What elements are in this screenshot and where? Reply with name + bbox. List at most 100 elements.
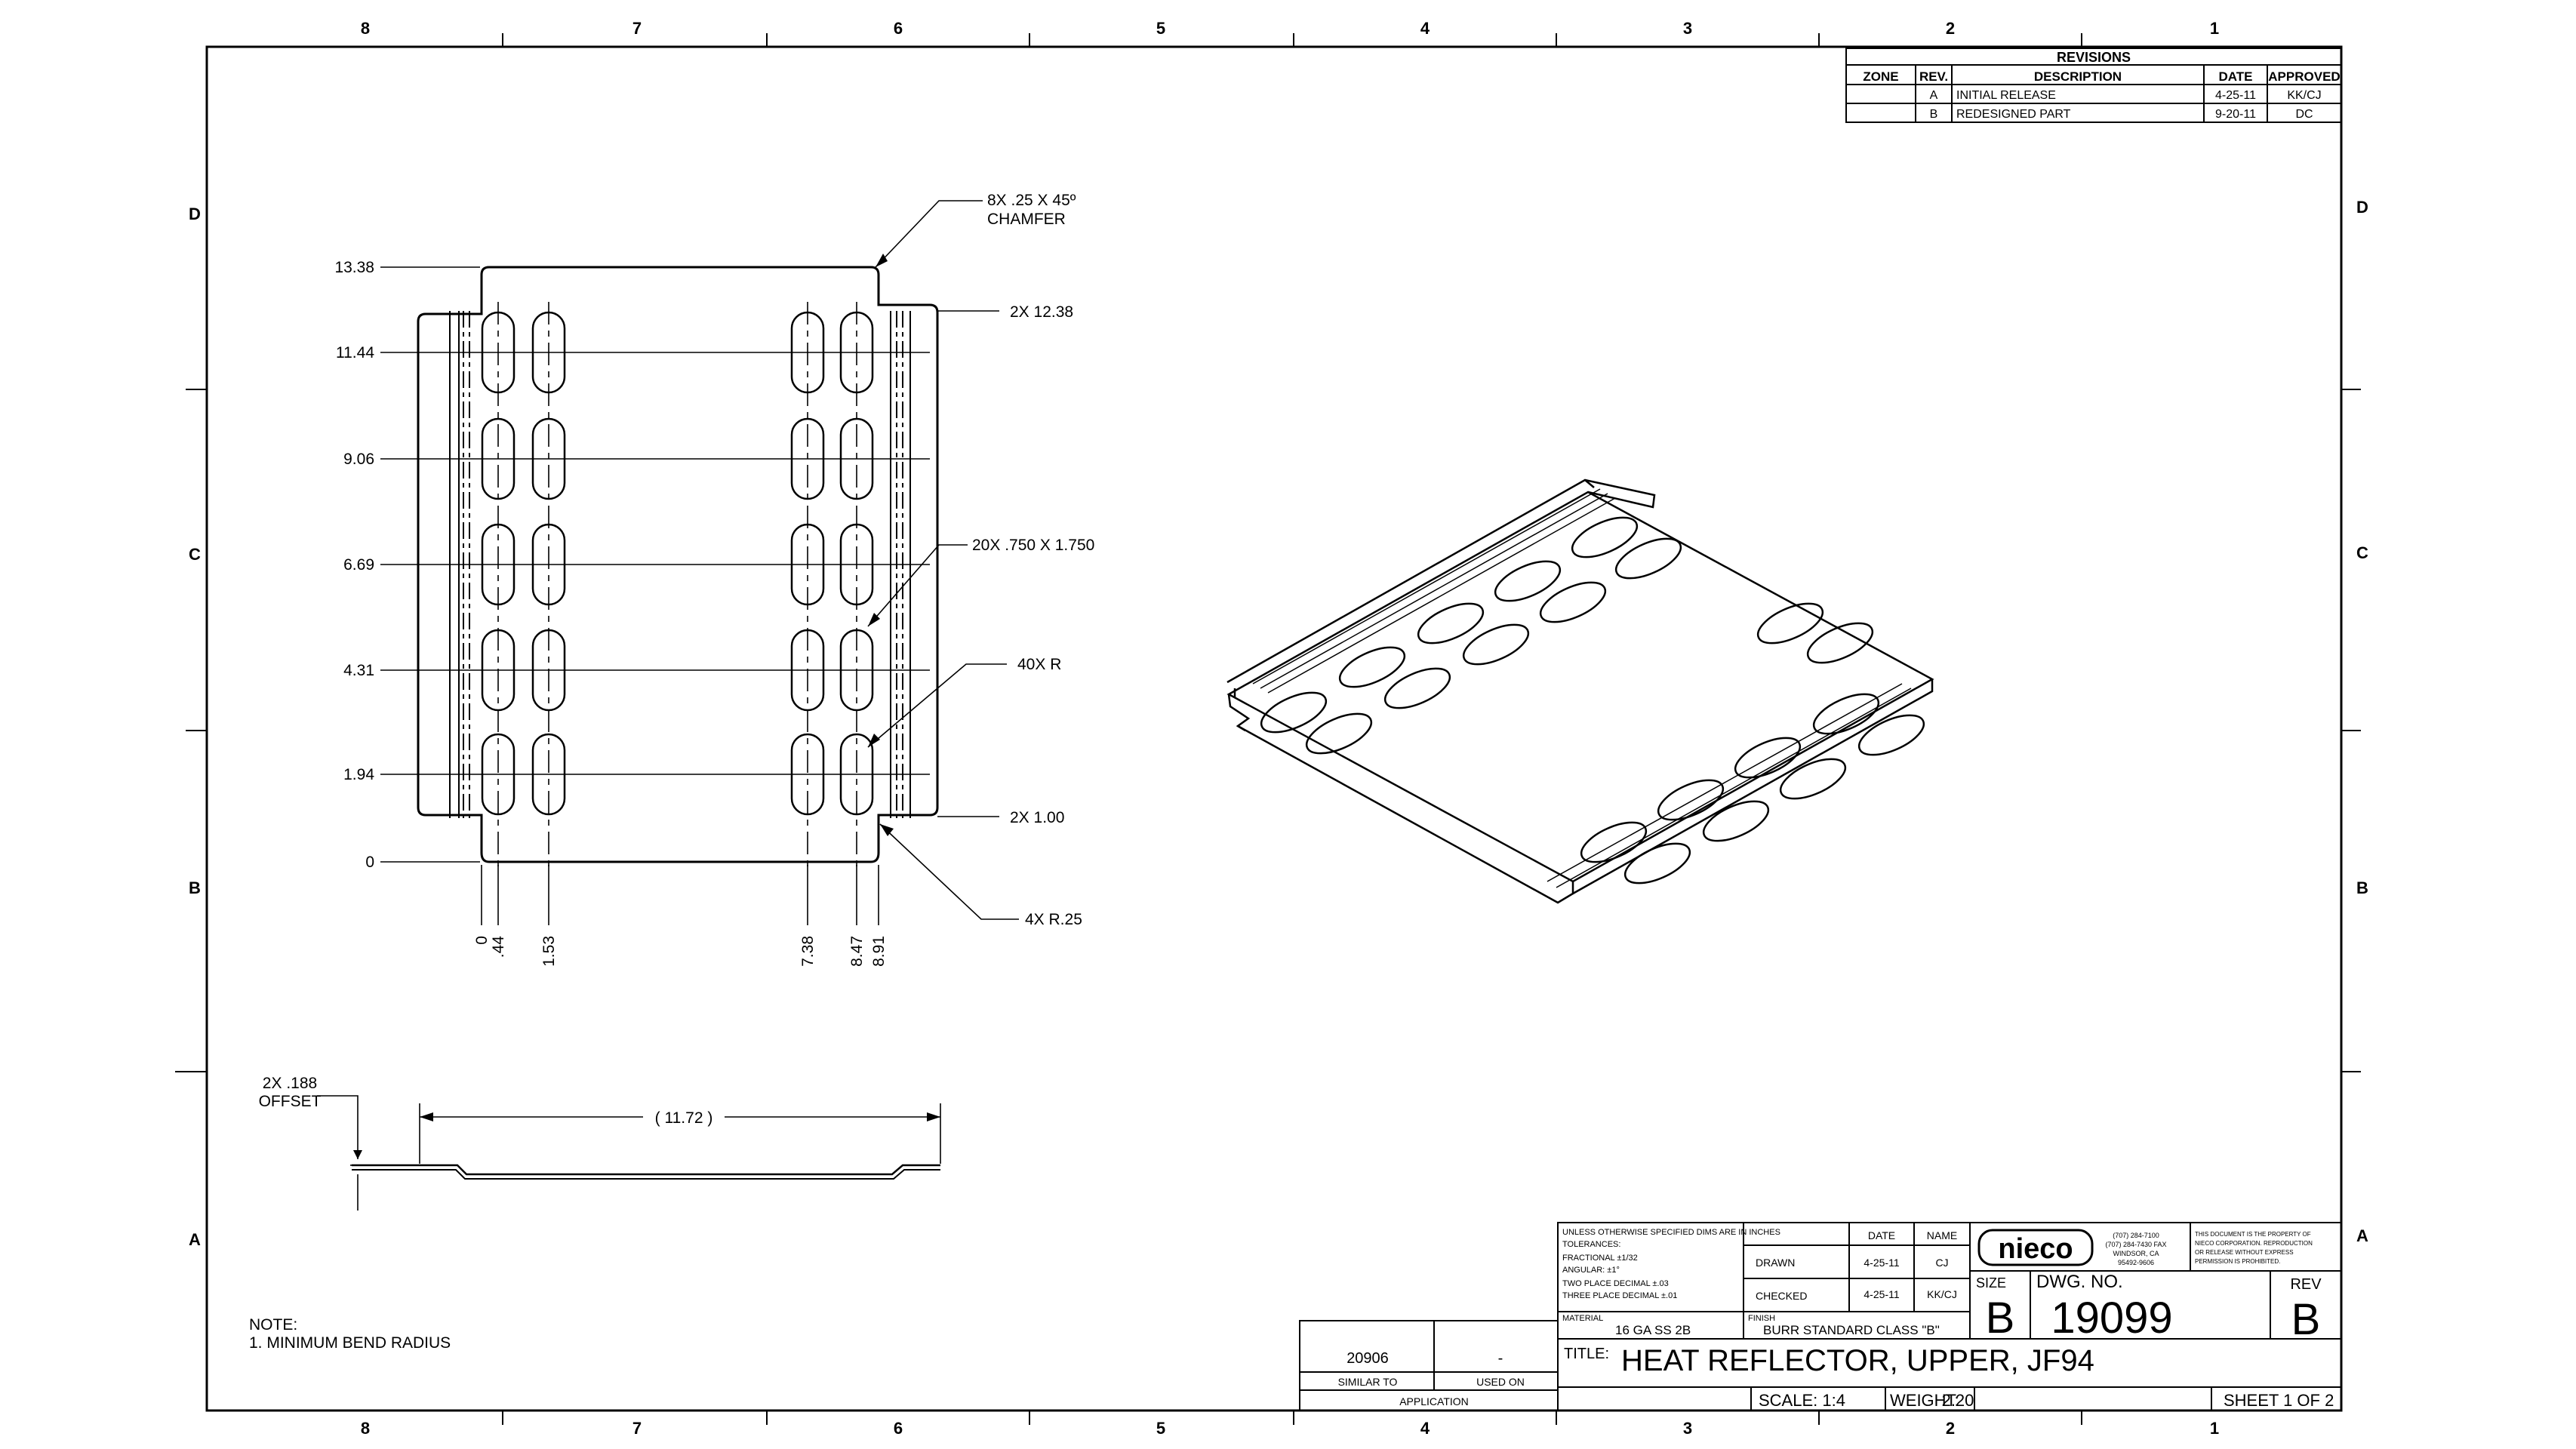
checked-name: KK/CJ: [1927, 1288, 1957, 1300]
dim-y-0: 0: [365, 854, 374, 871]
title-label: TITLE:: [1564, 1346, 1609, 1362]
rev-value: B: [2291, 1295, 2321, 1344]
zone-row-b-left: B: [189, 878, 201, 897]
dim-y-1-94: 1.94: [343, 766, 374, 783]
y-dimension-labels: 13.38 11.44 9.06 6.69 4.31 1.94 0: [334, 259, 374, 871]
dim-x-0: 0: [473, 936, 491, 945]
rev-cell-approved: DC: [2295, 108, 2313, 121]
zone-col-7: 7: [632, 19, 642, 38]
tol-line-6: THREE PLACE DECIMAL ±.01: [1562, 1291, 1677, 1300]
property-line-4: PERMISSION IS PROHIBITED.: [2195, 1258, 2280, 1265]
zone-col-1: 1: [2210, 19, 2219, 38]
y-dimension-lines: [380, 266, 930, 863]
dim-y-6-69: 6.69: [343, 556, 374, 574]
similar-to-value: 20906: [1346, 1350, 1389, 1367]
rev-header-zone: ZONE: [1863, 69, 1898, 84]
zone-row-c-left: C: [189, 545, 201, 564]
zone-row-a-right: A: [2356, 1226, 2368, 1245]
revision-row: A INITIAL RELEASE 4-25-11 KK/CJ: [1930, 89, 2322, 102]
slot-centerlines: [497, 302, 857, 868]
property-line-2: NIECO CORPORATION. REPRODUCTION: [2195, 1240, 2313, 1247]
rev-cell-description: REDESIGNED PART: [1956, 108, 2071, 121]
callout-top-flange: 2X 12.38: [1010, 303, 1073, 321]
rev-cell-date: 9-20-11: [2215, 108, 2256, 121]
revisions-table: REVISIONS ZONE REV. DESCRIPTION DATE APP…: [1845, 48, 2342, 123]
size-value: B: [1986, 1294, 2015, 1343]
zone-labels-bottom: 8 7 6 5 4 3 2 1: [361, 1419, 2219, 1438]
drawn-label: DRAWN: [1756, 1257, 1795, 1269]
company-line-3: WINDSOR, CA: [2113, 1250, 2159, 1257]
dim-y-9-06: 9.06: [343, 451, 374, 468]
iso-slots: [1254, 508, 1931, 893]
zone-ticks: [175, 33, 2361, 1425]
dim-x-8-91: 8.91: [870, 936, 888, 967]
weight-value: 2.20: [1942, 1391, 1974, 1410]
x-dimension-labels: 0 .44 1.53 7.38 8.47 8.91: [473, 936, 888, 967]
rev-cell-date: 4-25-11: [2215, 89, 2256, 102]
name-header: NAME: [1927, 1229, 1957, 1241]
dim-x-7-38: 7.38: [799, 936, 817, 967]
zone-col-2-bottom: 2: [1946, 1419, 1955, 1438]
company-line-2: (707) 284-7430 FAX: [2105, 1241, 2166, 1248]
revision-row: B REDESIGNED PART 9-20-11 DC: [1930, 108, 2313, 121]
tol-line-3: FRACTIONAL ±1/32: [1562, 1254, 1638, 1263]
checked-date: 4-25-11: [1864, 1288, 1899, 1300]
dim-x-1-53: 1.53: [540, 936, 558, 967]
size-label: SIZE: [1976, 1275, 2006, 1291]
dim-y-13-38: 13.38: [334, 259, 374, 276]
rev-header-description: DESCRIPTION: [2034, 69, 2122, 84]
material-label: MATERIAL: [1562, 1314, 1603, 1323]
logo-text: nieco: [1998, 1233, 2073, 1265]
zone-col-2: 2: [1946, 19, 1955, 38]
side-view-labels: ( 11.72 ) 2X .188 OFFSET: [259, 1075, 713, 1127]
zone-col-5-bottom: 5: [1156, 1419, 1165, 1438]
weight-label: WEIGHT:: [1890, 1391, 1959, 1410]
zone-row-b-right: B: [2356, 878, 2368, 897]
part-outline: [417, 266, 939, 863]
notes: NOTE: 1. MINIMUM BEND RADIUS: [249, 1316, 451, 1352]
drawing-title: HEAT REFLECTOR, UPPER, JF94: [1621, 1344, 2094, 1377]
front-view: 13.38 11.44 9.06 6.69 4.31 1.94 0 0 .44 …: [334, 192, 1094, 967]
zone-col-6: 6: [894, 19, 903, 38]
side-offset-callout-2: OFFSET: [259, 1093, 322, 1110]
application-title: APPLICATION: [1399, 1395, 1469, 1407]
scale: SCALE: 1:4: [1759, 1391, 1845, 1410]
leader-lines: [867, 200, 1019, 920]
dwg-no-value: 19099: [2051, 1294, 2172, 1343]
property-line-1: THIS DOCUMENT IS THE PROPERTY OF: [2195, 1231, 2311, 1238]
note-heading: NOTE:: [249, 1316, 297, 1334]
finish-value: BURR STANDARD CLASS "B": [1763, 1323, 1940, 1337]
zone-col-3-bottom: 3: [1683, 1419, 1692, 1438]
tol-line-4: ANGULAR: ±1°: [1562, 1266, 1620, 1275]
dim-x-8-47: 8.47: [848, 936, 866, 967]
tol-line-5: TWO PLACE DECIMAL ±.03: [1562, 1279, 1669, 1288]
rev-header-rev: REV.: [1919, 69, 1948, 84]
tol-line-1: UNLESS OTHERWISE SPECIFIED DIMS ARE IN I…: [1562, 1228, 1780, 1237]
rev-cell-rev: A: [1930, 89, 1938, 102]
zone-row-a-left: A: [189, 1230, 201, 1249]
side-offset-callout: 2X .188: [263, 1075, 317, 1092]
company-line-1: (707) 284-7100: [2113, 1232, 2159, 1239]
sheet-number: SHEET 1 OF 2: [2224, 1391, 2334, 1410]
company-line-4: 95492-9606: [2118, 1259, 2154, 1266]
used-on-value: -: [1498, 1350, 1503, 1367]
title-block: UNLESS OTHERWISE SPECIFIED DIMS ARE IN I…: [1557, 1222, 2342, 1411]
material-value: 16 GA SS 2B: [1615, 1323, 1691, 1337]
zone-col-8: 8: [361, 19, 370, 38]
rev-cell-approved: KK/CJ: [2287, 89, 2321, 102]
rev-label: REV: [2290, 1276, 2322, 1293]
checked-label: CHECKED: [1756, 1290, 1807, 1302]
dwg-no-label: DWG. NO.: [2036, 1272, 2123, 1292]
property-line-3: OR RELEASE WITHOUT EXPRESS: [2195, 1249, 2294, 1256]
zone-row-d-left: D: [189, 205, 201, 223]
iso-bend-hatching: [1252, 488, 1912, 888]
finish-label: FINISH: [1748, 1314, 1775, 1323]
tol-line-2: TOLERANCES:: [1562, 1240, 1620, 1249]
rev-header-approved: APPROVED: [2268, 69, 2340, 84]
zone-row-c-right: C: [2356, 543, 2368, 562]
company-logo: nieco: [1977, 1229, 2094, 1266]
date-header: DATE: [1868, 1229, 1895, 1241]
zone-col-3: 3: [1683, 19, 1692, 38]
callout-corner-radius: 4X R.25: [1025, 911, 1082, 928]
drawn-name: CJ: [1935, 1257, 1948, 1269]
